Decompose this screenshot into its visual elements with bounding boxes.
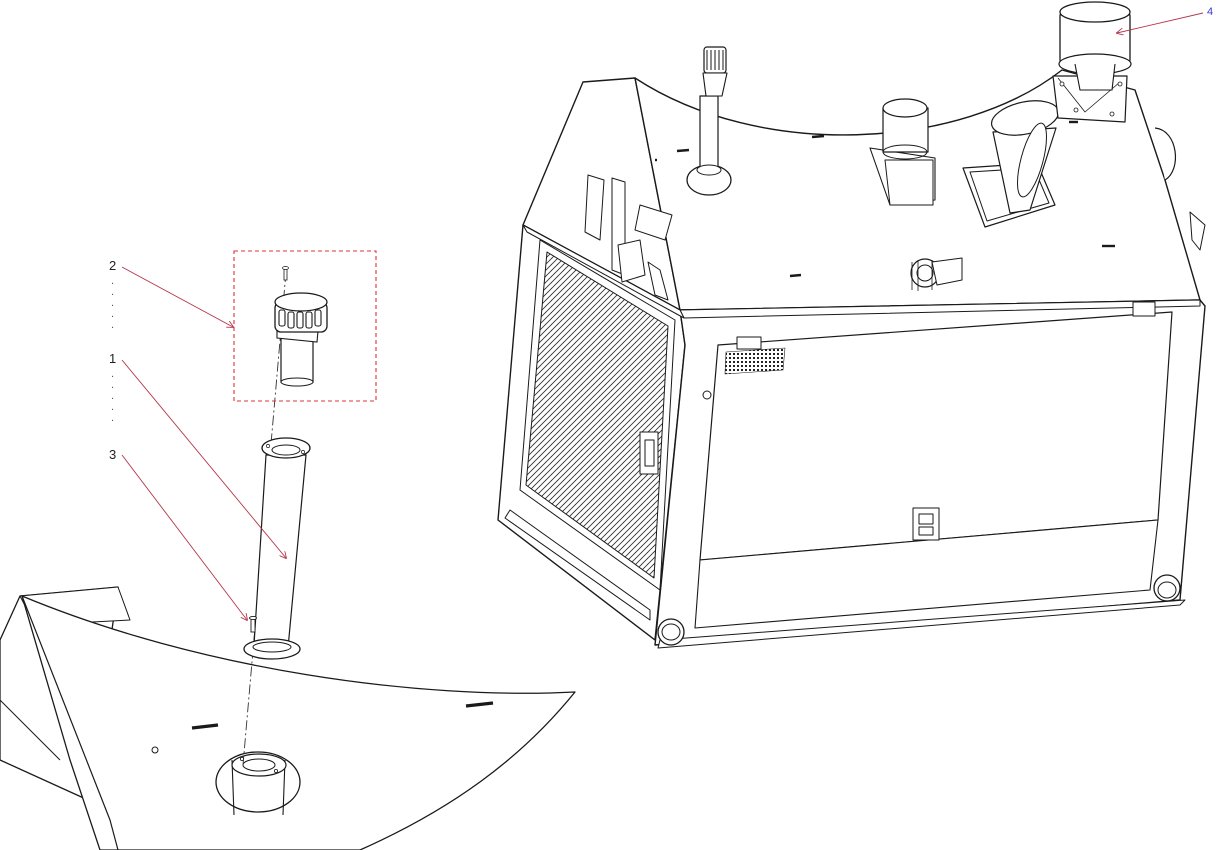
leader-lines — [121, 12, 1204, 620]
leader-dots-b: . . . . . — [111, 368, 115, 424]
leader-item-3 — [121, 454, 247, 620]
detail-highlight-box — [233, 250, 377, 402]
leader-item-2 — [121, 266, 233, 327]
enclosure-main — [497, 1, 1206, 649]
leader-item-4 — [1117, 12, 1204, 33]
callout-item-3: 3 — [109, 447, 117, 462]
vent-cap-part — [274, 266, 328, 387]
leader-item-1 — [121, 359, 286, 558]
roof-detail-view — [0, 586, 576, 850]
callout-item-4: 4 — [1207, 6, 1214, 18]
callout-item-2: 2 — [109, 258, 117, 273]
callout-item-1: 1 — [109, 351, 117, 366]
leader-dots-a: . . . . . — [111, 275, 115, 331]
screw-part — [249, 615, 257, 633]
